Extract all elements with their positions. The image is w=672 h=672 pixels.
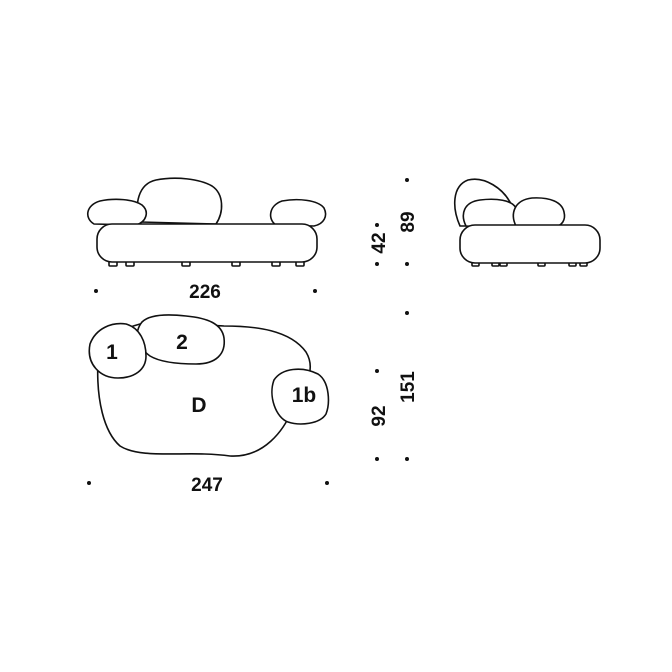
dimension-dot bbox=[375, 457, 379, 461]
side-seat-base bbox=[459, 224, 601, 264]
side-rear-cushion bbox=[512, 197, 566, 228]
dimension-dot bbox=[405, 262, 409, 266]
dimension-dot bbox=[375, 223, 379, 227]
dimension-dot bbox=[375, 369, 379, 373]
plan-seat-depth-label: 92 bbox=[369, 405, 390, 426]
front-right-cushion bbox=[269, 198, 327, 227]
plan-depth-label: 151 bbox=[398, 371, 419, 403]
module-2-label: 2 bbox=[176, 331, 188, 354]
module-1b-label: 1b bbox=[292, 384, 317, 407]
front-seat-base bbox=[96, 223, 318, 263]
front-back-cushion bbox=[136, 177, 223, 225]
dimension-dot bbox=[87, 481, 91, 485]
dimension-dot bbox=[405, 311, 409, 315]
dimension-dot bbox=[325, 481, 329, 485]
side-view bbox=[453, 178, 601, 267]
module-1-cushion bbox=[88, 322, 147, 379]
module-d-label: D bbox=[191, 394, 206, 417]
dimension-dot bbox=[94, 289, 98, 293]
dimension-dot bbox=[405, 178, 409, 182]
plan-view: 1 2 1b D 247 92 151 bbox=[87, 311, 419, 496]
module-1b-cushion bbox=[271, 368, 330, 425]
front-width-label: 226 bbox=[189, 282, 221, 303]
height-dimensions: 42 89 bbox=[369, 178, 419, 266]
dimension-dot bbox=[313, 289, 317, 293]
module-2-cushion bbox=[136, 314, 225, 365]
front-left-cushion bbox=[87, 198, 148, 226]
module-1-label: 1 bbox=[106, 341, 118, 364]
total-height-label: 89 bbox=[398, 211, 419, 232]
plan-width-label: 247 bbox=[191, 475, 223, 496]
seat-height-label: 42 bbox=[369, 232, 390, 253]
dimension-dot bbox=[405, 457, 409, 461]
front-view: 226 bbox=[87, 177, 327, 303]
dimension-dot bbox=[375, 262, 379, 266]
side-front-cushion bbox=[462, 198, 519, 228]
